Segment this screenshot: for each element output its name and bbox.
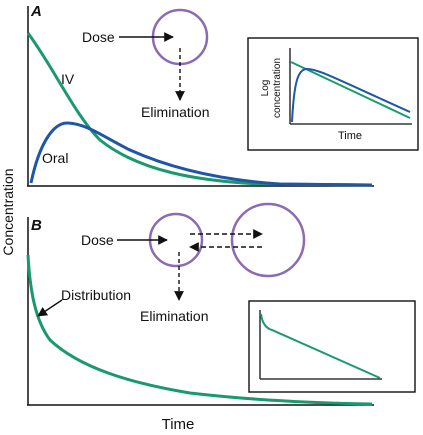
panel-a: A IV Oral Dose Elimination Log concentra…: [26, 3, 419, 187]
peripheral-compartment-circle: [230, 202, 306, 278]
distribution-label: Distribution: [61, 287, 131, 303]
inset-a-x-label: Time: [338, 130, 362, 142]
inset-b-curve: [260, 313, 381, 379]
inset-a-y-label-line1: Log: [260, 80, 271, 97]
iv-curve: [26, 32, 373, 187]
oral-curve: [29, 121, 373, 187]
inset-a-oral-line: [291, 67, 411, 123]
inset-b: [248, 300, 416, 393]
panel-a-label: A: [30, 3, 42, 20]
distribution-curve: [26, 254, 373, 406]
elimination-label: Elimination: [141, 104, 209, 120]
distribution-arrow: [37, 299, 63, 317]
inset-a-y-label-line2: concentration: [272, 58, 283, 118]
panel-b: B Dose Elimination Distribution: [26, 202, 416, 406]
y-axis-label: Concentration: [0, 168, 16, 255]
dose-label: Dose: [82, 29, 115, 45]
iv-label: IV: [61, 71, 75, 87]
x-axis-label: Time: [162, 416, 195, 433]
inset-a: Log concentration Time: [247, 37, 419, 151]
elimination-label: Elimination: [140, 308, 208, 324]
dose-label: Dose: [81, 232, 114, 248]
inset-a-iv-line: [290, 61, 411, 119]
oral-label: Oral: [42, 150, 68, 166]
panel-b-label: B: [31, 217, 42, 234]
